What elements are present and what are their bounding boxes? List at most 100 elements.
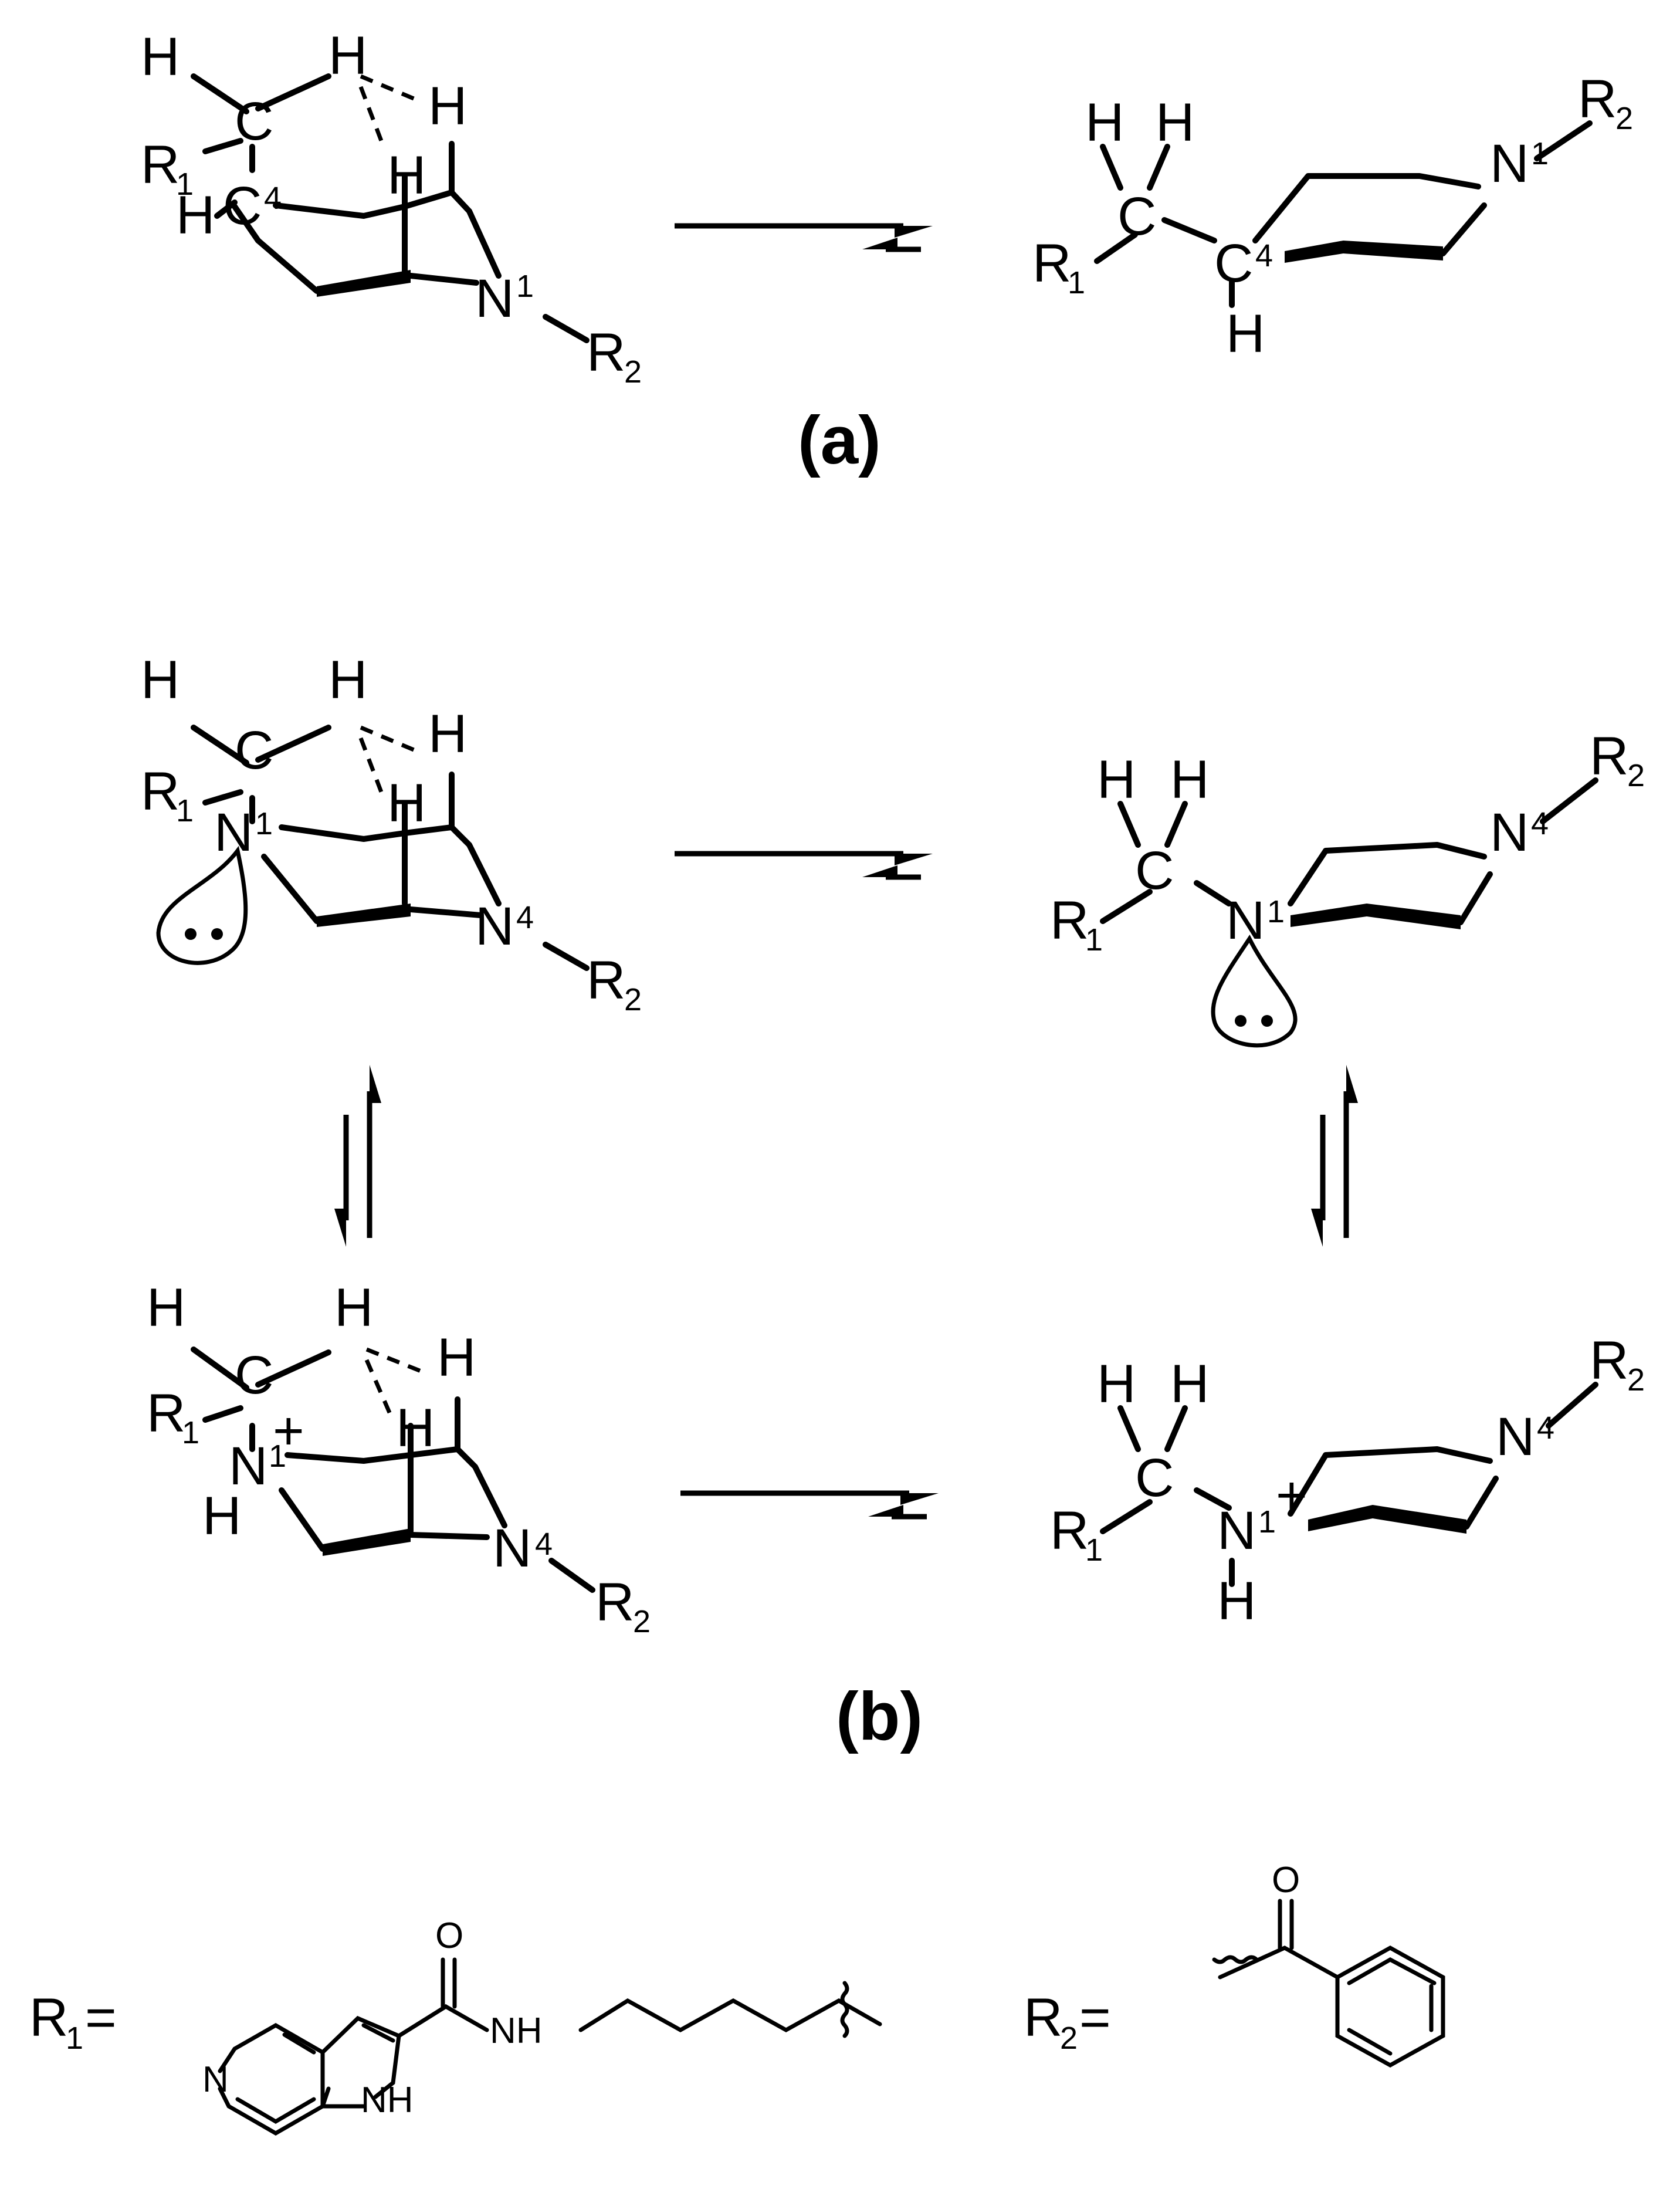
atom-N4: N bbox=[1490, 803, 1529, 862]
wedge-bond bbox=[317, 270, 411, 297]
atom-C: C bbox=[235, 92, 273, 151]
superscript: 1 bbox=[1531, 136, 1549, 171]
r1-label: R bbox=[29, 1988, 68, 2048]
superscript: 1 bbox=[269, 1439, 286, 1474]
atom-H: H bbox=[141, 27, 179, 87]
panel-b-top-right-structure: H H C R 1 N 1 N 4 R 2 bbox=[1050, 726, 1645, 1048]
atom-C4: C bbox=[1214, 234, 1253, 293]
atom-H: H bbox=[1226, 304, 1265, 364]
atom-N4: N bbox=[493, 1518, 531, 1578]
r2-equals: = bbox=[1079, 1988, 1111, 2048]
atom-R1: R bbox=[1032, 234, 1071, 293]
superscript: 1 bbox=[255, 806, 273, 841]
wavy-attachment-bond bbox=[1212, 1955, 1259, 1964]
atom-H: H bbox=[328, 26, 367, 86]
atom-N1: N bbox=[475, 269, 514, 329]
atom-H: H bbox=[334, 1278, 373, 1338]
subscript: 1 bbox=[1068, 265, 1085, 300]
atom-H: H bbox=[1170, 750, 1209, 810]
wedge-bond bbox=[317, 904, 411, 927]
atom-R2: R bbox=[587, 950, 625, 1010]
atom-N1: N bbox=[1217, 1501, 1256, 1561]
atom-N1: N bbox=[229, 1436, 267, 1496]
lone-pair-orbital bbox=[156, 845, 248, 965]
panel-b-bottom-left-structure: H H H C R 1 N 1 + H H N 4 R 2 bbox=[147, 1278, 651, 1639]
wavy-attachment-bond bbox=[840, 1981, 849, 2038]
r2-definition: R 2 = O bbox=[1024, 1860, 1445, 2068]
caption-b: (b) bbox=[836, 1678, 923, 1754]
lone-pair-dot bbox=[211, 928, 223, 940]
r2-subscript: 2 bbox=[1060, 2021, 1078, 2056]
atom-H: H bbox=[387, 146, 426, 205]
atom-N4: N bbox=[1496, 1407, 1535, 1467]
atom-H: H bbox=[1097, 1354, 1136, 1414]
wedge-bond bbox=[1343, 241, 1443, 260]
lone-pair-orbital bbox=[1211, 935, 1298, 1048]
r1-subscript: 1 bbox=[66, 2021, 83, 2056]
atom-C: C bbox=[1135, 841, 1174, 901]
atom-O: O bbox=[1272, 1860, 1300, 1900]
lone-pair-dot bbox=[185, 928, 197, 940]
atom-H: H bbox=[1170, 1354, 1209, 1414]
panel-b-top-left-structure: H H H C R 1 N 1 H N 4 R 2 bbox=[141, 650, 642, 1017]
atom-H: H bbox=[1217, 1571, 1256, 1631]
caption-a: (a) bbox=[798, 402, 881, 478]
subscript: 2 bbox=[624, 982, 642, 1017]
wedge-bond bbox=[1367, 904, 1461, 929]
subscript: 2 bbox=[1627, 1362, 1645, 1398]
r2-label: R bbox=[1024, 1988, 1062, 2048]
superscript: 4 bbox=[1537, 1410, 1554, 1446]
atom-H: H bbox=[176, 185, 215, 245]
atom-N1: N bbox=[214, 803, 253, 862]
subscript: 1 bbox=[176, 793, 194, 828]
superscript: 4 bbox=[1255, 238, 1273, 273]
lone-pair-dot bbox=[1235, 1015, 1247, 1027]
atom-H: H bbox=[387, 773, 426, 833]
r1-definition: R 1 = N NH O NH bbox=[29, 1916, 882, 2136]
subscript: 2 bbox=[624, 354, 642, 390]
wedge-bond bbox=[1373, 1505, 1466, 1534]
equilibrium-arrow-b-bottom bbox=[680, 1490, 939, 1520]
r1-equals: = bbox=[85, 1988, 117, 2048]
superscript: 1 bbox=[1267, 894, 1285, 929]
subscript: 1 bbox=[1085, 1532, 1103, 1568]
atom-H: H bbox=[202, 1486, 241, 1546]
superscript: 4 bbox=[535, 1527, 553, 1562]
atom-H: H bbox=[147, 1278, 185, 1338]
atom-O: O bbox=[435, 1916, 463, 1956]
wedge-bond bbox=[1285, 241, 1343, 263]
superscript: 1 bbox=[516, 269, 534, 304]
subscript: 2 bbox=[633, 1604, 651, 1639]
atom-N4: N bbox=[475, 896, 514, 956]
atom-H: H bbox=[1097, 750, 1136, 810]
equilibrium-arrow-b-left-vertical bbox=[334, 1065, 381, 1247]
wedge-bond bbox=[1308, 1505, 1373, 1531]
subscript: 1 bbox=[176, 167, 194, 202]
equilibrium-arrow-b-top bbox=[675, 851, 933, 880]
atom-R1: R bbox=[141, 762, 179, 821]
atom-N: N bbox=[202, 2059, 229, 2100]
charge-plus: + bbox=[1276, 1466, 1308, 1525]
atom-R2: R bbox=[587, 323, 625, 383]
equilibrium-arrow-b-right-vertical bbox=[1311, 1065, 1358, 1247]
atom-N1: N bbox=[1490, 134, 1529, 194]
atom-R2: R bbox=[595, 1572, 634, 1632]
superscript: 4 bbox=[1531, 806, 1549, 841]
atom-H: H bbox=[1156, 93, 1194, 153]
atom-R2: R bbox=[1590, 1331, 1628, 1390]
superscript: 1 bbox=[1258, 1504, 1276, 1540]
atom-R2: R bbox=[1578, 69, 1617, 129]
atom-R1: R bbox=[141, 135, 179, 195]
superscript: 4 bbox=[516, 900, 534, 935]
subscript: 1 bbox=[182, 1415, 199, 1450]
superscript: 4 bbox=[264, 181, 282, 216]
atom-R1: R bbox=[1050, 891, 1089, 950]
wedge-bond bbox=[323, 1528, 411, 1556]
atom-N1: N bbox=[1226, 891, 1265, 950]
atom-C: C bbox=[235, 720, 273, 780]
subscript: 2 bbox=[1615, 101, 1633, 136]
subscript: 1 bbox=[1085, 922, 1103, 958]
atom-H: H bbox=[141, 650, 179, 710]
atom-R1: R bbox=[1050, 1501, 1089, 1561]
atom-R2: R bbox=[1590, 726, 1628, 786]
